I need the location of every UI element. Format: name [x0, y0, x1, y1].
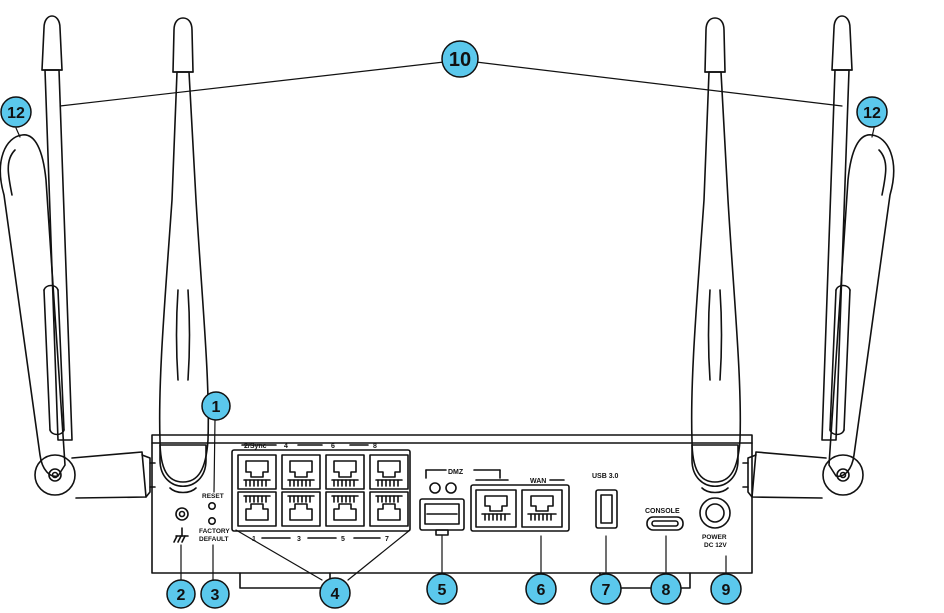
- ground-terminal: [173, 507, 189, 543]
- factory-label: FACTORY: [199, 528, 230, 535]
- callout-9: 9: [710, 573, 742, 605]
- ethernet-port-block: [231, 444, 411, 539]
- callout-4-number: 4: [331, 586, 340, 603]
- callout-1-number: 1: [212, 399, 221, 416]
- panel-labels: RESET FACTORY DEFAULT 2/Sync 4 6 8 1 3 5…: [199, 443, 727, 549]
- usb-label: USB 3.0: [592, 473, 619, 480]
- port-label-5: 5: [341, 536, 345, 543]
- antenna-inner-left: [158, 17, 210, 494]
- usb-port: [595, 489, 618, 529]
- rj45-port: [475, 489, 517, 528]
- power-label: POWER: [702, 534, 727, 541]
- right-mount-bracket: [742, 134, 895, 499]
- callout-9-number: 9: [722, 582, 731, 599]
- callout-12-left-number: 12: [7, 105, 25, 122]
- power-spec-label: DC 12V: [704, 542, 727, 549]
- callout-8: 8: [650, 573, 682, 605]
- default-label: DEFAULT: [199, 536, 229, 543]
- dmz-label: DMZ: [448, 469, 464, 476]
- leader-lines: [15, 61, 875, 582]
- port-label-7: 7: [385, 536, 389, 543]
- port-label-2sync: 2/Sync: [244, 443, 267, 450]
- wan-dmz-ports: [470, 479, 570, 532]
- callout-1: 1: [201, 391, 231, 421]
- callout-10: 10: [441, 40, 479, 78]
- port-label-4: 4: [284, 443, 288, 450]
- callout-12-right-number: 12: [863, 105, 881, 122]
- callout-10-number: 10: [449, 49, 471, 71]
- callouts: 10 12 12 1 2 3 4 5: [0, 40, 888, 609]
- callout-5-number: 5: [438, 582, 447, 599]
- sfp-port: [419, 469, 501, 536]
- antenna-outer-left: [41, 15, 73, 441]
- callout-5: 5: [426, 573, 458, 605]
- callout-6: 6: [525, 573, 557, 605]
- callout-2: 2: [166, 579, 196, 609]
- callout-12-left: 12: [0, 96, 32, 128]
- port-label-1: 1: [252, 536, 256, 543]
- port-label-3: 3: [297, 536, 301, 543]
- callout-2-number: 2: [177, 587, 186, 604]
- wan-label: WAN: [530, 478, 546, 485]
- callout-4: 4: [319, 577, 351, 609]
- callout-3-number: 3: [211, 587, 220, 604]
- port-label-8: 8: [373, 443, 377, 450]
- antenna-inner-right: [690, 17, 742, 494]
- callout-7: 7: [590, 573, 622, 605]
- rj45-port: [237, 454, 277, 490]
- console-port: [646, 516, 684, 531]
- console-label: CONSOLE: [645, 508, 680, 515]
- rj45-port: [237, 491, 277, 527]
- power-jack: [699, 497, 731, 529]
- callout-6-number: 6: [537, 582, 546, 599]
- callout-7-number: 7: [602, 582, 611, 599]
- callout-8-number: 8: [662, 582, 671, 599]
- callout-3: 3: [200, 579, 230, 609]
- reset-label: RESET: [202, 493, 224, 500]
- antenna-outer-right: [821, 15, 853, 441]
- port-label-6: 6: [331, 443, 335, 450]
- reset-buttons: [208, 501, 217, 525]
- left-mount-bracket: [0, 134, 156, 499]
- callout-12-right: 12: [856, 96, 888, 128]
